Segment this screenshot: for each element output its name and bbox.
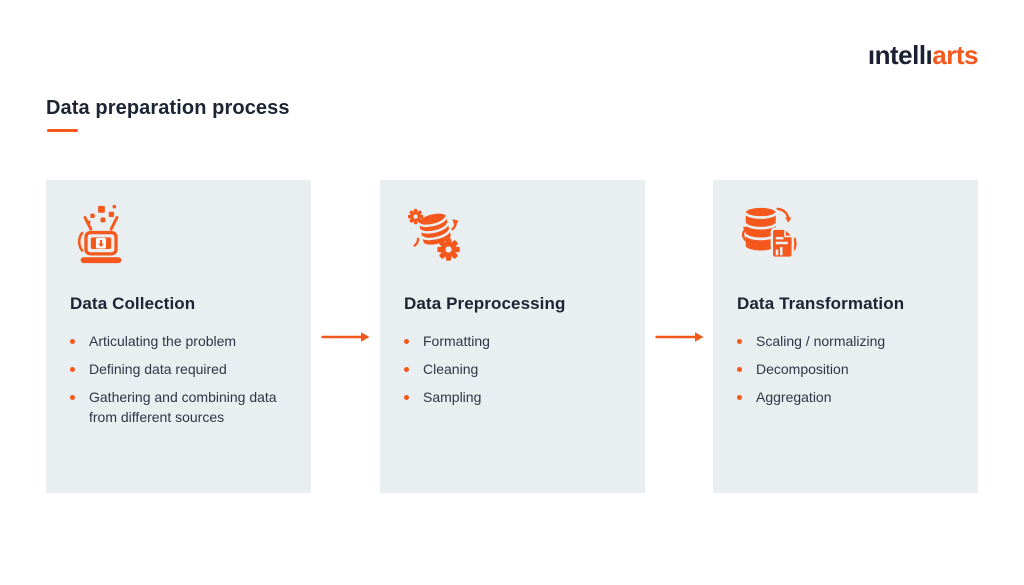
logo-text-accent: arts bbox=[932, 40, 978, 70]
list-item: Formatting bbox=[404, 331, 623, 351]
card-data-collection: Data Collection Articulating the problem… bbox=[46, 180, 311, 493]
card-title: Data Transformation bbox=[737, 294, 905, 313]
bullet-text: Formatting bbox=[423, 333, 490, 349]
card-data-transformation: Data Transformation Scaling / normalizin… bbox=[713, 180, 978, 493]
bullet-dot-icon bbox=[737, 339, 742, 344]
bullet-dot-icon bbox=[737, 367, 742, 372]
bullet-text: Cleaning bbox=[423, 361, 479, 377]
list-item: Scaling / normalizing bbox=[737, 331, 956, 351]
bullet-list: Articulating the problem Defining data r… bbox=[70, 331, 289, 427]
bullet-text: Aggregation bbox=[756, 389, 832, 405]
list-item: Articulating the problem bbox=[70, 331, 289, 351]
card-title: Data Preprocessing bbox=[404, 294, 566, 313]
bullet-dot-icon bbox=[737, 395, 742, 400]
right-arrow-icon bbox=[655, 332, 704, 342]
database-gears-icon bbox=[407, 208, 460, 261]
intelliarts-logo: ıntellıarts bbox=[867, 40, 979, 70]
bullet-list: Scaling / normalizing Decomposition Aggr… bbox=[737, 331, 956, 407]
bullet-text: Gathering and combining data from differ… bbox=[89, 389, 277, 425]
bullet-dot-icon bbox=[70, 339, 75, 344]
list-item: Aggregation bbox=[737, 387, 956, 407]
page-title: Data preparation process bbox=[46, 97, 290, 119]
list-item: Cleaning bbox=[404, 359, 623, 379]
title-underline bbox=[47, 129, 78, 132]
bullet-text: Sampling bbox=[423, 389, 482, 405]
bullet-text: Scaling / normalizing bbox=[756, 333, 886, 349]
bullet-text: Articulating the problem bbox=[89, 333, 237, 349]
database-transform-icon bbox=[741, 207, 797, 259]
bullet-dot-icon bbox=[404, 367, 409, 372]
card-title: Data Collection bbox=[70, 294, 196, 313]
list-item: Sampling bbox=[404, 387, 623, 407]
right-arrow-icon bbox=[321, 332, 370, 342]
logo-text-dark: ıntellı bbox=[867, 40, 933, 70]
list-item: Decomposition bbox=[737, 359, 956, 379]
bullet-dot-icon bbox=[404, 395, 409, 400]
bullet-dot-icon bbox=[404, 339, 409, 344]
bullet-dot-icon bbox=[70, 395, 75, 400]
bullet-dot-icon bbox=[70, 367, 75, 372]
bullet-list: Formatting Cleaning Sampling bbox=[404, 331, 623, 407]
laptop-data-collection-icon bbox=[77, 204, 122, 264]
list-item: Gathering and combining data from differ… bbox=[70, 387, 289, 427]
card-data-preprocessing: Data Preprocessing Formatting Cleaning S… bbox=[380, 180, 645, 493]
list-item: Defining data required bbox=[70, 359, 289, 379]
bullet-text: Defining data required bbox=[89, 361, 227, 377]
bullet-text: Decomposition bbox=[756, 361, 849, 377]
